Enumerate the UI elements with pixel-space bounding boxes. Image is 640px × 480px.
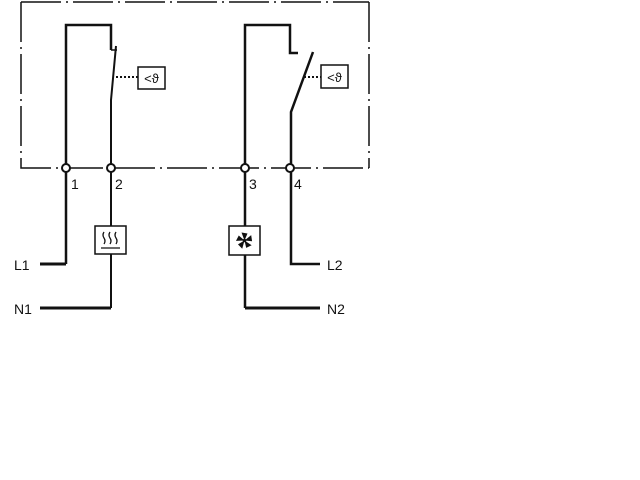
thermostat-sensor-left: <ϑ (137, 66, 166, 90)
terminal-label-1: 1 (71, 176, 79, 192)
terminal-4 (285, 163, 295, 173)
switch-right-blade (289, 51, 320, 266)
heater-icon (94, 225, 127, 255)
terminal-1 (61, 163, 71, 173)
terminal-label-4: 4 (294, 176, 302, 192)
label-n2: N2 (327, 301, 345, 317)
terminal-2 (106, 163, 116, 173)
terminal-label-2: 2 (115, 176, 123, 192)
sensor-symbol-left: <ϑ (144, 71, 160, 86)
sensor-symbol-right: <ϑ (327, 70, 343, 85)
wire-loop-right (243, 23, 298, 308)
enclosure-boundary (20, 1, 370, 169)
label-l1: L1 (14, 257, 30, 273)
terminal-3 (240, 163, 250, 173)
thermostat-sensor-right: <ϑ (320, 64, 349, 89)
label-n1: N1 (14, 301, 32, 317)
terminal-label-3: 3 (249, 176, 257, 192)
fan-icon (228, 225, 261, 256)
wire-loop-left (64, 23, 113, 264)
label-l2: L2 (327, 257, 343, 273)
